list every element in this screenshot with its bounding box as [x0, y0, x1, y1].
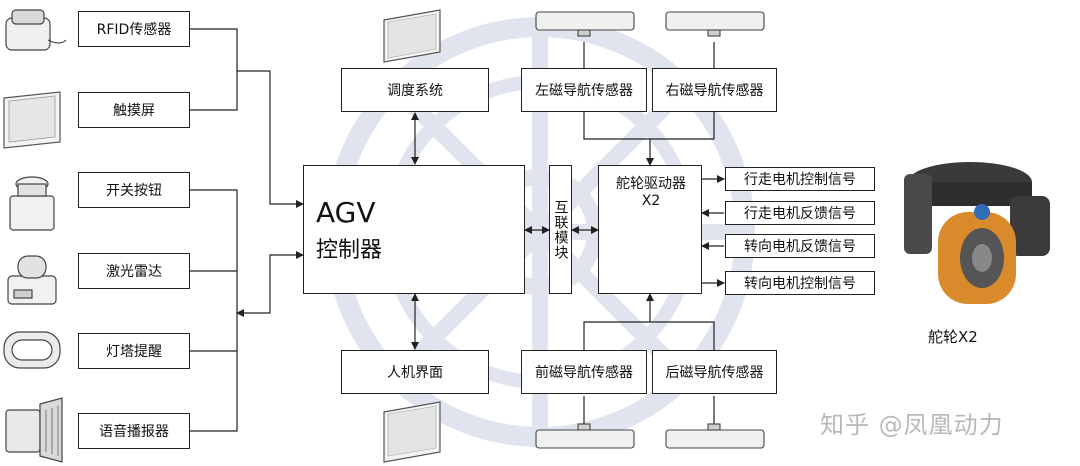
switch-button-box: 开关按钮	[78, 172, 190, 208]
rfid-sensor-icon	[5, 9, 67, 51]
wheel-caption: 舵轮X2	[928, 328, 978, 346]
hmi-box: 人机界面	[341, 350, 489, 394]
agv-controller-subtitle: 控制器	[316, 238, 383, 263]
magnetic-strip-icon	[535, 11, 635, 37]
signal-box: 行走电机反馈信号	[725, 201, 875, 225]
lidar-icon	[7, 255, 57, 305]
steering-driver-title: 舵轮驱动器	[616, 176, 686, 192]
magnetic-strip-icon	[535, 423, 635, 449]
push-button-icon	[9, 176, 55, 231]
hmi-tablet-icon	[383, 401, 441, 463]
tower-lamp-box: 灯塔提醒	[78, 333, 190, 369]
lidar-box: 激光雷达	[78, 253, 190, 289]
dispatch-tablet-icon	[383, 9, 441, 63]
touch-screen-icon	[3, 91, 61, 149]
agv-controller-box	[303, 165, 525, 294]
interconnect-module-box: 互联模块	[549, 165, 572, 294]
left-nav-sensor-box: 左磁导航传感器	[521, 68, 647, 112]
speaker-icon	[5, 397, 63, 463]
signal-box: 转向电机控制信号	[725, 271, 875, 295]
signal-box: 转向电机反馈信号	[725, 234, 875, 258]
rear-nav-sensor-box: 后磁导航传感器	[652, 350, 777, 394]
front-nav-sensor-box: 前磁导航传感器	[521, 350, 647, 394]
steering-driver-subtitle: X2	[641, 193, 661, 209]
rfid-sensor-box: RFID传感器	[78, 11, 190, 47]
agv-controller-title: AGV	[316, 196, 376, 229]
signal-box: 行走电机控制信号	[725, 167, 875, 191]
touch-screen-box: 触摸屏	[78, 92, 190, 128]
watermark-text: 知乎 @凤凰动力	[820, 411, 1004, 439]
dispatch-system-box: 调度系统	[341, 68, 489, 112]
steering-wheel-icon	[904, 162, 1050, 304]
magnetic-strip-icon	[665, 423, 765, 449]
voice-broadcaster-box: 语音播报器	[78, 413, 190, 449]
tower-lamp-icon	[3, 331, 61, 369]
steering-driver-box	[598, 165, 702, 294]
right-nav-sensor-box: 右磁导航传感器	[652, 68, 777, 112]
magnetic-strip-icon	[665, 11, 765, 37]
